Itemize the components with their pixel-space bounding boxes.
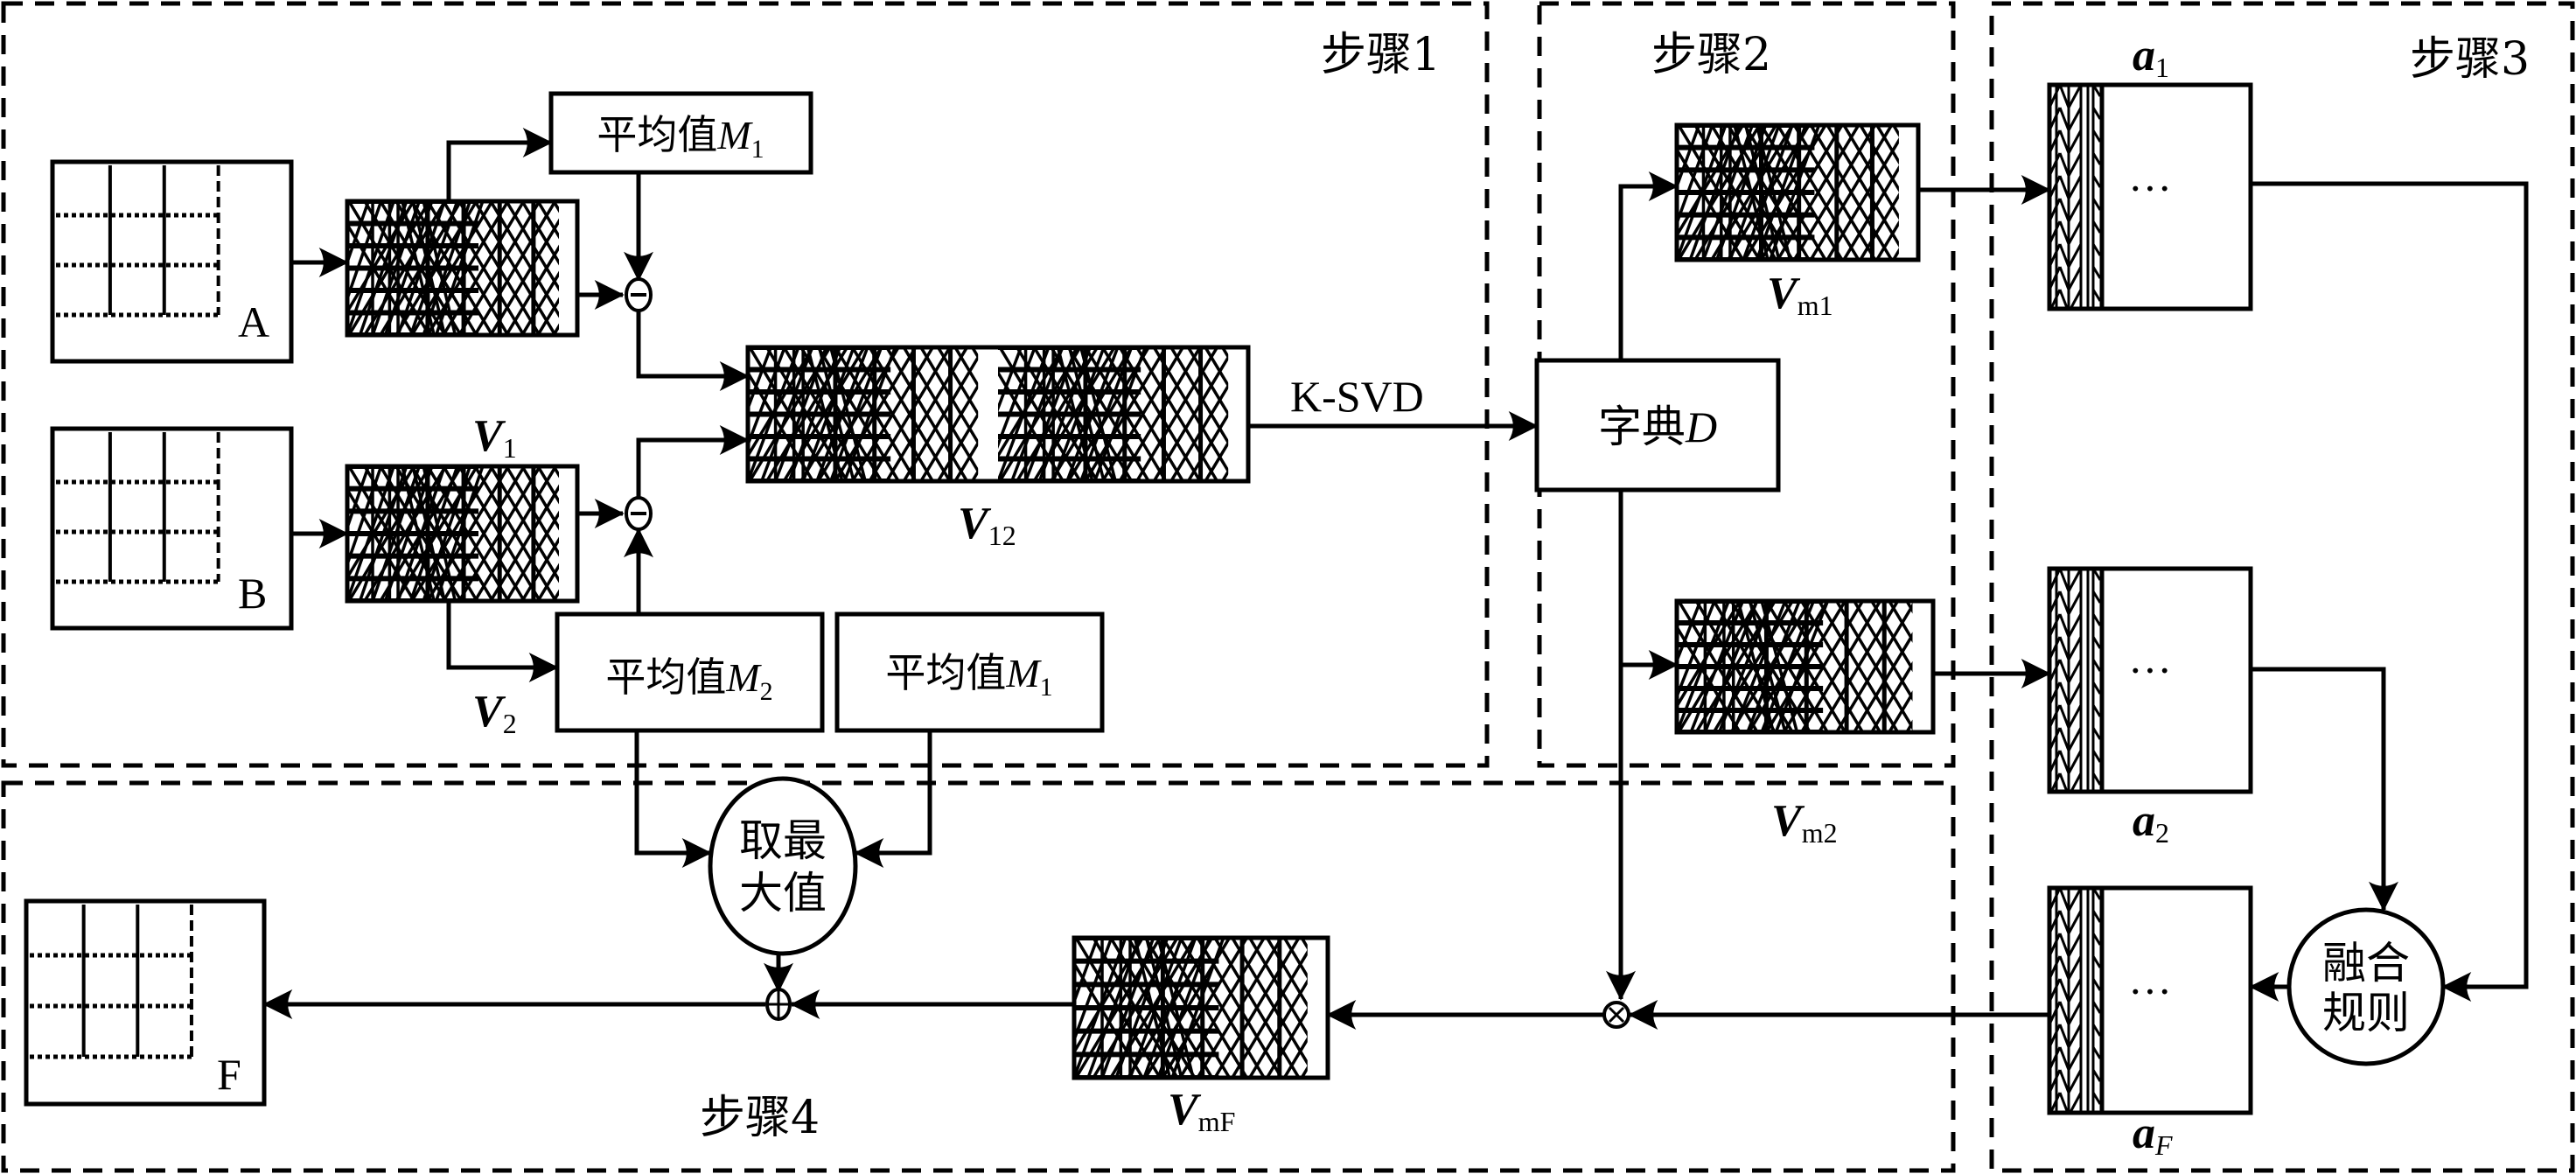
step4-label: 步骤4 [700,1092,820,1144]
step1-region [1,1,1490,768]
dictionary-label: 字典D [1598,402,1717,452]
arrow-v2-to-mean-m2 [446,601,559,682]
coef-frame [2047,885,2253,1115]
plus-node [765,988,792,1021]
coef-hatch [2049,569,2102,792]
arrow-m1-to-max [854,730,932,868]
arrow-dict-to-vm2 [1618,490,1679,680]
vm2-label: Vm2 [1771,796,1838,849]
v1-label: V1 [472,411,517,464]
step3-region [1989,1,2575,1173]
arrow-v1-to-mean [446,128,553,201]
mean-m1-top-box [548,91,813,175]
step1-label: 步骤1 [1321,29,1441,81]
coef-hatch [2049,888,2102,1113]
max-operation-ellipse [708,776,858,956]
mean-m1-top-label: 平均值M1 [597,111,764,164]
mean-m1-bottom-box [834,611,1105,733]
image-b-label: B [238,569,267,618]
image-f-label: F [217,1050,241,1099]
matrix-hatch [1074,938,1308,1078]
coef-frame [2047,566,2253,794]
coefficient-matrix-a2 [2047,566,2253,794]
arrow-m2-to-max [634,730,712,868]
a1-label: a1 [2133,31,2169,83]
matrix-hatch [1677,125,1899,260]
vector-matrix-v2 [345,464,580,604]
fusion-label-line1: 融合 [2322,938,2410,989]
arrow-dict-to-vm1 [1618,171,1679,360]
image-frame [24,898,267,1107]
arrow-a2-to-fusion [2251,667,2398,912]
ksvd-label: K-SVD [1290,372,1424,421]
matrix-hatch [347,466,559,601]
times-node [1602,1001,1630,1029]
vmf-label: VmF [1168,1085,1235,1137]
vector-matrix-vm1 [1674,122,1921,262]
image-frame [50,426,294,631]
step3-label: 步骤3 [2410,33,2530,86]
v2-label: V2 [472,687,517,739]
matrix-hatch [347,201,559,335]
vector-matrix-vmf [1072,935,1330,1080]
image-frame [50,159,294,364]
max-label-line2: 大值 [739,868,827,919]
step2-label: 步骤2 [1651,29,1771,81]
vector-matrix-v12 [745,345,1251,484]
coef-hatch [2049,85,2102,309]
af-ellipsis: ··· [2128,967,2172,1016]
vm1-label: Vm1 [1767,269,1833,321]
mean-m1-bottom-label: 平均值M1 [885,649,1052,702]
connectors [262,128,2529,1030]
arrow-minus-b-to-v12 [636,425,750,499]
max-label-line1: 取最 [739,815,827,866]
image-a-label: A [238,297,269,346]
minus-node-b [625,496,653,531]
step4-region [1,780,1956,1173]
af-label: aF [2133,1108,2173,1161]
arrow-a1-to-fusion [2251,181,2529,1002]
coefficient-matrix-af [2047,885,2253,1115]
matrix-hatch [998,347,1229,481]
v12-label: V12 [958,499,1016,551]
dictionary-box [1534,358,1781,493]
a2-ellipsis: ··· [2128,646,2172,695]
vector-matrix-vm2 [1674,598,1936,735]
a1-ellipsis: ··· [2128,164,2172,213]
arrow-minus-a-to-v12 [636,311,750,391]
fusion-label-line2: 规则 [2322,988,2410,1038]
a2-label: a2 [2133,796,2169,849]
matrix-hatch [1677,601,1913,732]
minus-node-a [625,277,653,312]
source-image-b [50,426,294,631]
matrix-hatch [748,347,979,481]
vector-matrix-v1 [345,199,580,338]
mean-m2-label: 平均值M2 [605,653,772,706]
fused-image-f [24,898,267,1107]
source-image-a [50,159,294,364]
